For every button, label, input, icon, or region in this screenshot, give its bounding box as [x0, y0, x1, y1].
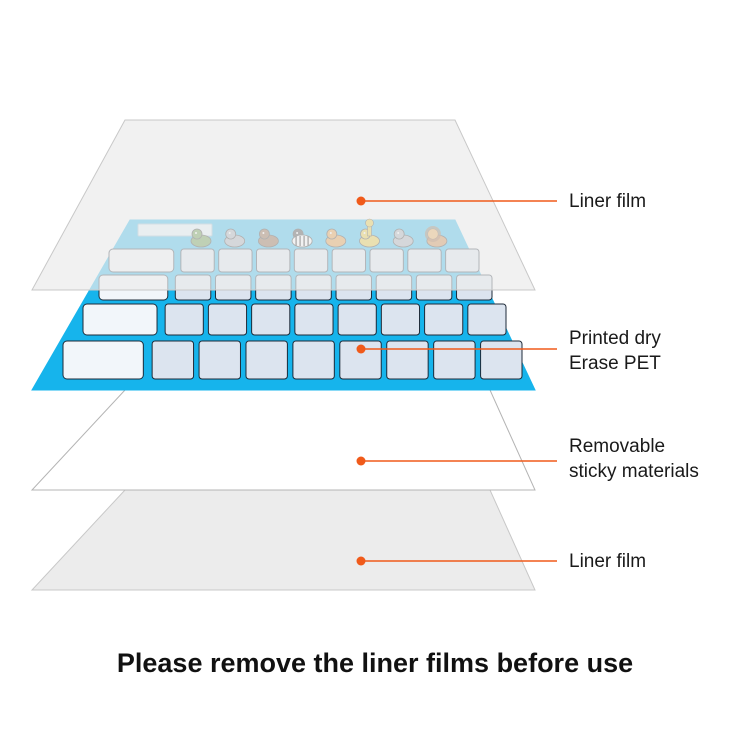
bottom-liner-film — [30, 489, 536, 591]
callout-dot — [356, 556, 366, 566]
callout-dot — [356, 196, 366, 206]
sticky-material-layer — [30, 389, 536, 491]
leader-printed-pet — [356, 344, 557, 354]
leader-sticky — [356, 456, 557, 466]
callout-line: Liner film — [569, 551, 647, 572]
chart-cell — [292, 340, 335, 380]
chart-cell — [164, 303, 204, 336]
callout-line: Liner film — [569, 191, 647, 212]
callout-liner-film-bottom: Liner film — [569, 549, 646, 574]
chart-cell — [337, 303, 377, 336]
callout-sticky-materials: Removable sticky materials — [569, 434, 699, 484]
chart-cell — [198, 340, 241, 380]
usage-caption: Please remove the liner films before use — [116, 648, 634, 678]
chart-cell — [294, 303, 334, 336]
leader-liner-top — [356, 196, 557, 206]
callout-line: sticky materials — [569, 461, 699, 482]
callout-dot — [356, 344, 366, 354]
chart-cell — [380, 303, 421, 336]
chart-cell — [207, 303, 248, 336]
callout-dot — [356, 456, 366, 466]
row-label-cell — [82, 303, 158, 336]
chart-cell — [424, 303, 464, 336]
chart-cell — [251, 303, 291, 336]
chart-cell — [245, 340, 288, 380]
callout-liner-film-top: Liner film — [569, 189, 646, 214]
chart-cell — [480, 340, 523, 380]
top-liner-film — [31, 119, 536, 291]
callout-line: Erase PET — [569, 353, 661, 374]
callout-line: Removable — [569, 436, 666, 457]
leader-liner-bottom — [356, 556, 557, 566]
chart-cell — [151, 340, 195, 380]
chart-cell — [433, 340, 476, 380]
callout-line: Printed dry — [569, 328, 661, 349]
chart-cell — [467, 303, 507, 336]
chart-cell — [339, 340, 382, 380]
chart-cell — [386, 340, 429, 380]
callout-printed-pet: Printed dry Erase PET — [569, 326, 661, 376]
row-label-cell — [62, 340, 144, 380]
